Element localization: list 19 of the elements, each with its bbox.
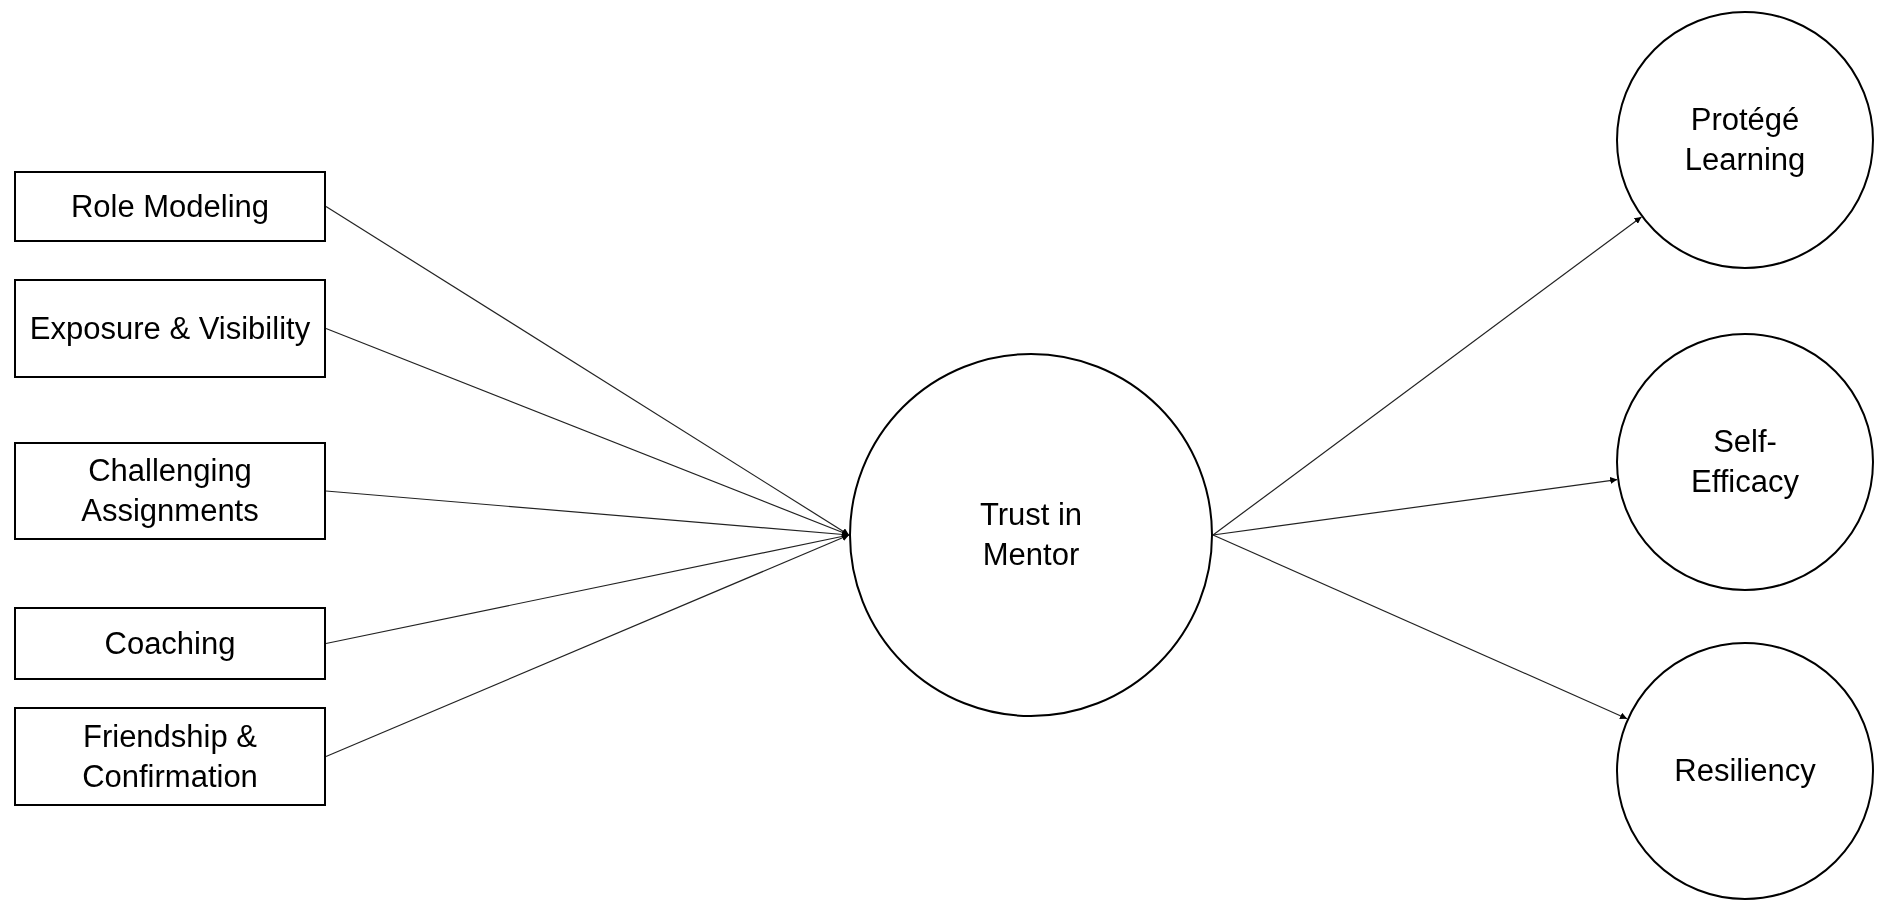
factor-box	[14, 279, 326, 378]
factor-box	[14, 707, 326, 806]
factor-box	[14, 607, 326, 680]
arrow	[1212, 534, 1628, 720]
arrow	[1212, 477, 1618, 536]
factor-box	[14, 171, 326, 242]
node-label: Role Modeling	[69, 187, 271, 226]
node-label: Protégé Learning	[1683, 101, 1807, 179]
node-label: Resiliency	[1673, 752, 1817, 790]
arrow	[1212, 216, 1643, 536]
arrow	[325, 534, 850, 758]
arrow	[325, 533, 850, 645]
node-label: Challenging Assignments	[80, 452, 260, 530]
node-label: Exposure & Visibility	[28, 309, 312, 348]
node-label: Friendship & Confirmation	[81, 717, 259, 796]
factor-box	[14, 442, 326, 540]
node-label: Trust in Mentor	[978, 496, 1084, 574]
node-label: Self- Efficacy	[1690, 423, 1800, 501]
node-label: Coaching	[103, 624, 237, 663]
